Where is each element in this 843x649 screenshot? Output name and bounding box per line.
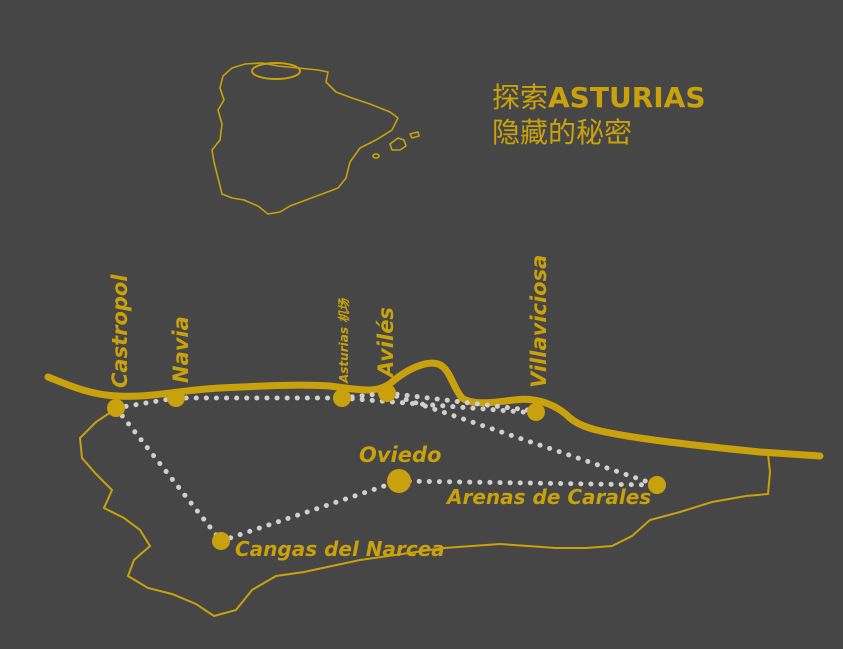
arenas-label: Arenas de Carales	[445, 485, 651, 509]
title-prefix: 探索	[492, 81, 548, 114]
navia-label: Navia	[169, 316, 193, 383]
villaviciosa-label: Villaviciosa	[527, 255, 551, 388]
routes	[113, 390, 660, 544]
city-labels: Castropol Navia Asturias 机场 Avilés Villa…	[108, 255, 651, 561]
cangas-label: Cangas del Narcea	[235, 537, 445, 561]
route-oviedo-arenas	[396, 478, 660, 488]
mallorca-island-icon	[389, 137, 407, 151]
asturias-highlight-ellipse	[251, 62, 301, 80]
airport-marker[interactable]	[333, 389, 351, 407]
asturias-region-outline	[78, 409, 772, 618]
route-castropol-navia	[113, 395, 179, 411]
ibiza-island-icon	[372, 153, 380, 159]
route-airport-villaviciosa	[339, 395, 539, 416]
route-castropol-cangas	[113, 405, 224, 544]
page-title: 探索ASTURIAS	[492, 81, 706, 114]
castropol-marker[interactable]	[107, 399, 125, 417]
iberian-peninsula-icon	[211, 62, 399, 215]
navia-marker[interactable]	[167, 389, 185, 407]
title-name: ASTURIAS	[548, 81, 706, 114]
cangas-marker[interactable]	[212, 532, 230, 550]
castropol-label: Castropol	[108, 274, 132, 388]
page-subtitle: 隐藏的秘密	[492, 116, 632, 149]
iberia-inset-map	[211, 62, 420, 215]
route-airport-aviles	[339, 390, 390, 401]
menorca-island-icon	[409, 131, 420, 139]
route-cangas-oviedo	[218, 478, 402, 544]
oviedo-marker[interactable]	[387, 469, 411, 493]
aviles-marker[interactable]	[378, 384, 396, 402]
arenas-marker[interactable]	[648, 476, 666, 494]
airport-label: Asturias 机场	[337, 297, 351, 384]
asturias-coastline	[44, 359, 824, 460]
aviles-label: Avilés	[374, 307, 398, 379]
city-markers	[107, 384, 666, 550]
villaviciosa-marker[interactable]	[527, 403, 545, 421]
route-aviles-arenas	[384, 390, 660, 488]
oviedo-label: Oviedo	[359, 443, 441, 467]
